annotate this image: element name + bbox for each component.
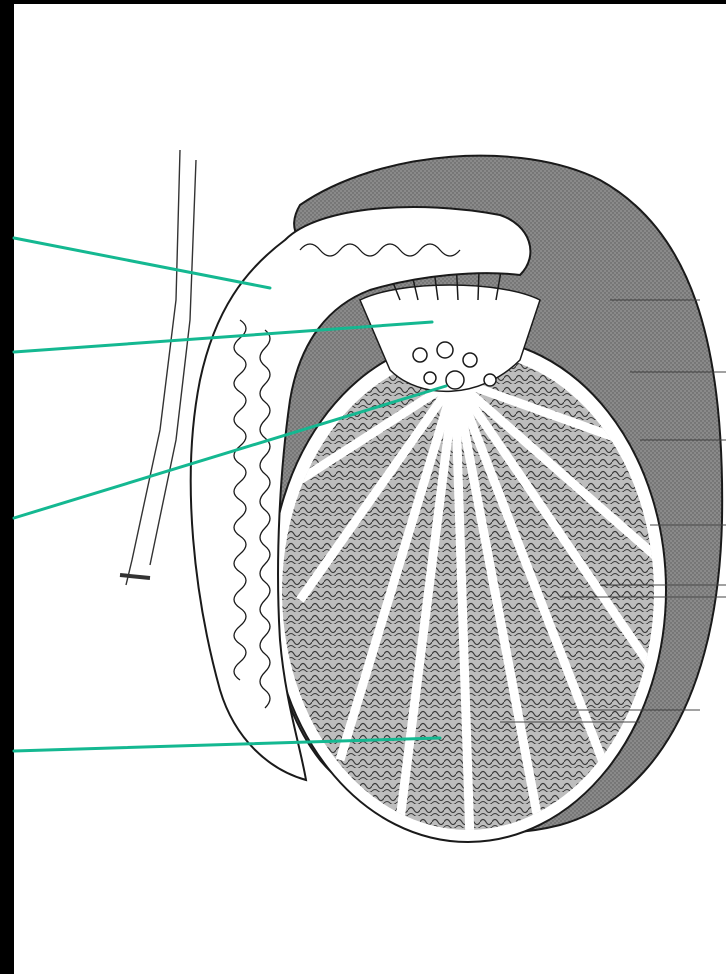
leader-line-epididymis: [14, 238, 270, 288]
vas-deferens: [120, 150, 196, 585]
